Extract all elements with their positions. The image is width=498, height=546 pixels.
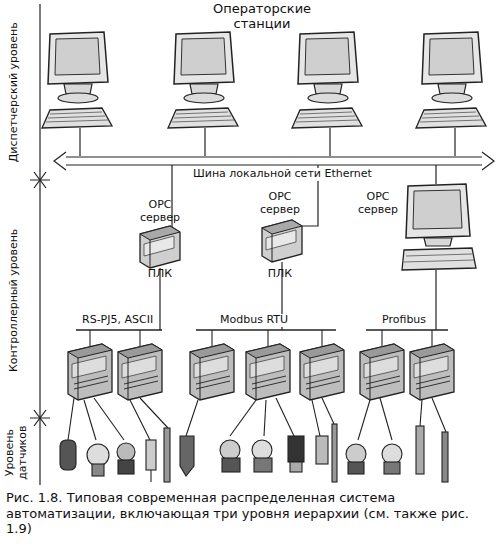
fieldbus-label: Profibus xyxy=(380,314,428,327)
stations-title: Операторские станции xyxy=(212,2,312,32)
server-label: OPC сервер xyxy=(356,191,400,216)
level-label: Контроллерный уровень xyxy=(8,200,21,400)
opc-server-node: OPC серверПЛК xyxy=(252,191,308,281)
plc-label: ПЛК xyxy=(258,268,302,281)
level-label: Диспетчерский уровень xyxy=(8,12,21,172)
bus-label: Шина локальной сети Ethernet xyxy=(191,168,374,181)
figure-caption: Рис. 1.8. Типовая современная распределе… xyxy=(6,490,492,537)
opc-server-node: OPC сервер xyxy=(350,191,406,221)
opc-server-node: OPC серверПЛК xyxy=(132,199,188,281)
server-label: OPC сервер xyxy=(258,191,302,216)
fieldbus-label: RS-PJ5, ASCII xyxy=(80,314,155,327)
server-label: OPC сервер xyxy=(138,199,182,224)
fieldbus-label: Modbus RTU xyxy=(218,314,290,327)
plc-label: ПЛК xyxy=(138,268,182,281)
level-label: Уровень датчиков xyxy=(4,421,29,483)
